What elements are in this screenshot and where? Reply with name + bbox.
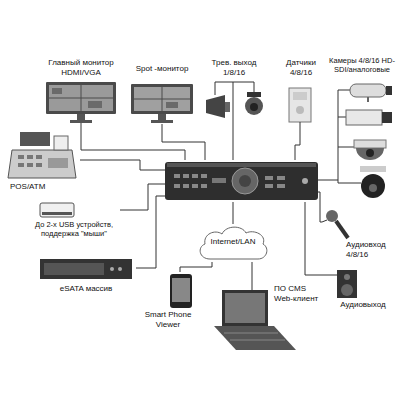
phone-icon <box>170 274 192 308</box>
connector-line <box>136 196 165 268</box>
usb-device <box>40 203 74 217</box>
device-label: До 2-х USB устройств, поддержка "мыши" <box>28 220 120 238</box>
connector-line <box>252 262 253 276</box>
esata-array <box>40 259 132 279</box>
connector-line <box>162 124 205 160</box>
dvr-node <box>165 160 318 202</box>
device-node: Трев. выход 1/8/16 <box>200 58 268 124</box>
connector-line <box>318 180 326 181</box>
device-node: Spot -монитор <box>126 64 198 124</box>
device-label: eSATA массив <box>36 284 136 294</box>
device-node: Главный монитор HDMI/VGA <box>40 58 122 124</box>
pos-terminal <box>8 132 76 178</box>
device-node: Датчики 4/8/16 <box>280 58 322 128</box>
connector-line <box>295 128 300 160</box>
speaker-icon <box>328 270 357 298</box>
monitor-icon <box>131 84 193 123</box>
connector-line <box>318 192 322 222</box>
device-node: eSATA массив <box>36 256 136 298</box>
dvr-unit <box>165 162 318 200</box>
network-cloud: Internet/LAN <box>196 224 270 262</box>
connector-line <box>233 202 234 224</box>
device-label: Главный монитор HDMI/VGA <box>40 58 122 77</box>
device-node: До 2-х USB устройств, поддержка "мыши" <box>28 200 120 252</box>
microphone-icon <box>322 210 348 238</box>
connector-line <box>233 124 234 160</box>
device-label: Аудиовход 4/8/16 <box>346 240 398 259</box>
device-label: Spot -монитор <box>126 64 198 74</box>
device-node: ПО CMS Web-клиент <box>212 276 326 356</box>
device-label: Камеры 4/8/16 HD-SDI/аналоговые <box>326 56 398 74</box>
device-label: ПО CMS Web-клиент <box>274 284 326 303</box>
monitor-icon <box>46 82 116 124</box>
connector-line <box>180 262 212 272</box>
alarm-devices <box>206 82 263 124</box>
device-label: Аудиовыход <box>328 300 398 310</box>
device-label: Трев. выход 1/8/16 <box>209 58 259 77</box>
device-node: POS/ATM <box>6 128 80 194</box>
connector-line <box>80 160 165 170</box>
device-node: Камеры 4/8/16 HD-SDI/аналоговые <box>326 56 398 206</box>
cloud-label: Internet/LAN <box>196 237 270 247</box>
device-node: Аудиовыход <box>328 268 398 312</box>
sensor-icon <box>289 88 311 128</box>
device-node: Smart Phone Viewer <box>140 272 202 332</box>
device-label: Smart Phone Viewer <box>140 310 196 329</box>
device-label: Датчики 4/8/16 <box>280 58 322 77</box>
camera-icons <box>326 84 392 198</box>
connector-line <box>305 202 328 275</box>
device-label: POS/ATM <box>10 182 70 192</box>
connector-line <box>120 184 165 210</box>
device-node: Аудиовход 4/8/16 <box>322 208 398 266</box>
